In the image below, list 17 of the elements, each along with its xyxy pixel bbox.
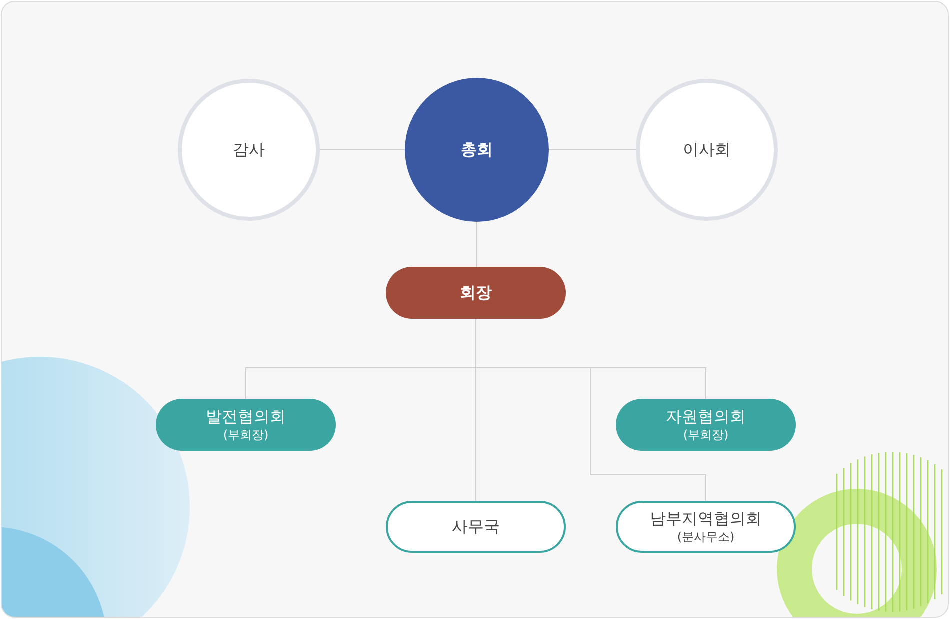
node-label: 감사: [233, 140, 265, 160]
node-subtitle: (분사무소): [677, 529, 735, 545]
connector-line: [476, 222, 478, 268]
pill-box: [156, 399, 336, 451]
node-label: 사무국: [452, 517, 500, 537]
node-label: 발전협의회: [206, 407, 286, 427]
node-label: 이사회: [683, 140, 731, 160]
node-subtitle: (부회장): [683, 427, 729, 443]
node-label: 남부지역협의회: [650, 509, 762, 529]
pill-box: [386, 501, 566, 553]
node-label: 회장: [460, 283, 492, 303]
node-label: 자원협의회: [666, 407, 746, 427]
pill-box: [616, 501, 796, 553]
pill-box: [616, 399, 796, 451]
pill-box: [386, 267, 566, 319]
node-subtitle: (부회장): [223, 427, 269, 443]
node-label: 총회: [461, 140, 493, 160]
